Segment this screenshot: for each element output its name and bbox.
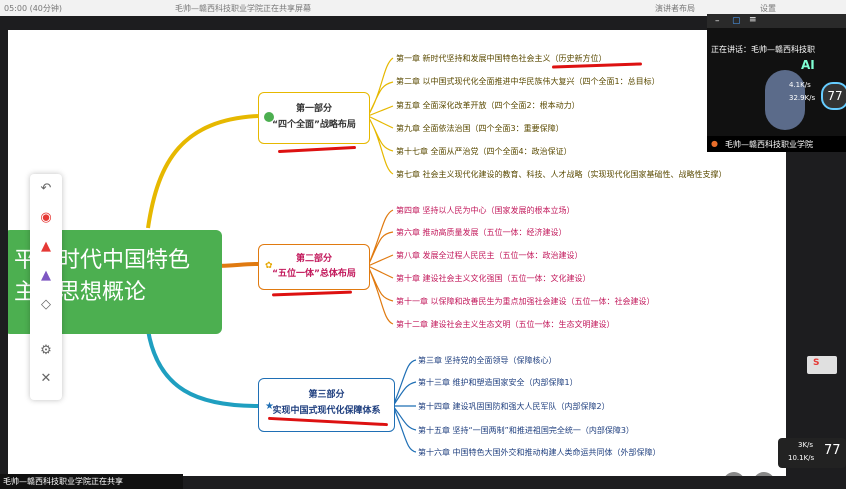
sharing-status-bar: 毛帅—赣西科技职业学院正在共享 [0, 474, 183, 489]
part3-subtitle: 实现中国式现代化保障体系 [272, 406, 381, 416]
chapter-9: 第九章 全面依法治国（四个全面3：重要保障） [396, 124, 564, 133]
chapter-7: 第七章 社会主义现代化建设的教育、科技、人才战略（实现现代化国家基础性、战略性支… [396, 170, 727, 179]
highlighter-icon[interactable]: ▲ [41, 267, 51, 283]
net-widget: 3K/s 10.1K/s 77 [778, 438, 846, 468]
overlay-header: – ▢ ≡ [707, 14, 846, 28]
menu-icon[interactable]: ≡ [749, 15, 757, 25]
part2-title: 第二部分 [295, 254, 332, 264]
speaker-overlay: – ▢ ≡ 正在讲话：毛帅—赣西科技职 AI 4.1K/s 32.9K/s 77… [707, 14, 846, 152]
chapter-1: 第一章 新时代坚持和发展中国特色社会主义（历史新方位） [396, 54, 607, 63]
overlay-name: 毛帅—赣西科技职业学院 [725, 140, 813, 149]
annotation-toolbar: ↶ ◉ ▲ ▲ ◇ ⚙ ✕ [30, 174, 62, 400]
part1-title: 第一部分 [295, 104, 332, 114]
timer-text: 05:00 (40分钟) [4, 4, 63, 13]
part3-title: 第三部分 [308, 390, 345, 400]
overlay-footer: ● 毛帅—赣西科技职业学院 [707, 136, 846, 152]
net-up-text: 4.1K/s [789, 81, 811, 89]
speaker-label: 正在讲话：毛帅—赣西科技职 [711, 45, 815, 54]
eraser-icon[interactable]: ◇ [41, 296, 51, 312]
part2-star-icon: ✿ [265, 261, 273, 271]
chapter-15: 第十五章 坚持“一国两制”和推进祖国完全统一（内部保障3） [418, 426, 634, 435]
part2-subtitle: “五位一体”总体布局 [272, 269, 356, 279]
record-icon[interactable]: ◉ [40, 209, 52, 225]
chapter-5: 第五章 全面深化改革开放（四个全面2：根本动力） [396, 101, 580, 110]
chapter-10: 第十章 建设社会主义文化强国（五位一体：文化建设） [396, 274, 591, 283]
part1-bullet-icon [264, 112, 274, 122]
chapter-17: 第十七章 全面从严治党（四个全面4：政治保证） [396, 147, 572, 156]
score-badge: 77 [821, 82, 846, 110]
avatar [765, 70, 805, 130]
score-small: 77 [824, 443, 841, 458]
net-down-small: 10.1K/s [788, 454, 815, 462]
sogou-widget[interactable]: S [807, 356, 837, 374]
window-minimize-icon[interactable]: – [715, 16, 720, 26]
part3-star-icon: ★ [265, 401, 274, 412]
chapter-8: 第八章 发展全过程人民民主（五位一体：政治建设） [396, 251, 583, 260]
window-layout-icon[interactable]: ▢ [732, 16, 741, 26]
part1-subtitle: “四个全面”战略布局 [272, 120, 356, 130]
next-icon[interactable]: › [753, 472, 775, 476]
chapter-12: 第十二章 建设社会主义生态文明（五位一体：生态文明建设） [396, 320, 615, 329]
shared-slide: 平新时代中国特色 主义思想概论 第一部分 “四个全面”战略布局 ✿ 第二部分 “… [8, 30, 786, 476]
part1-node: 第一部分 “四个全面”战略布局 [258, 92, 370, 144]
settings-link[interactable]: 设置 [760, 4, 776, 13]
mic-icon: ● [711, 139, 718, 148]
pen-icon[interactable]: ▲ [41, 238, 51, 254]
layout-button[interactable]: 演讲者布局 [655, 4, 695, 13]
net-down-text: 32.9K/s [789, 94, 816, 102]
share-status-text: 毛帅—赣西科技职业学院正在共享屏幕 [175, 4, 311, 13]
net-up-small: 3K/s [798, 441, 814, 449]
input-method-icon: S [813, 358, 820, 368]
chapter-2: 第二章 以中国式现代化全面推进中华民族伟大复兴（四个全面1：总目标） [396, 77, 660, 86]
chapter-16: 第十六章 中国特色大国外交和推动构建人类命运共同体（外部保障） [418, 448, 661, 457]
settings-icon[interactable]: ⚙ [40, 342, 52, 358]
prev-icon[interactable]: ‹ [723, 472, 745, 476]
chapter-6: 第六章 推动高质量发展（五位一体：经济建设） [396, 228, 567, 237]
chapter-14: 第十四章 建设巩固国防和强大人民军队（内部保障2） [418, 402, 610, 411]
chapter-11: 第十一章 以保障和改善民生为重点加强社会建设（五位一体：社会建设） [396, 297, 655, 306]
part2-node: ✿ 第二部分 “五位一体”总体布局 [258, 244, 370, 290]
ai-label: AI [801, 58, 815, 72]
undo-icon[interactable]: ↶ [40, 180, 52, 196]
mindmap-connectors [146, 57, 417, 453]
chapter-3: 第三章 坚持党的全面领导（保障核心） [418, 356, 557, 365]
chapter-4: 第四章 坚持以人民为中心（国家发展的根本立场） [396, 206, 575, 215]
meeting-top-bar: 05:00 (40分钟) 毛帅—赣西科技职业学院正在共享屏幕 演讲者布局 设置 [0, 0, 846, 16]
close-icon[interactable]: ✕ [40, 370, 52, 386]
chapter-13: 第十三章 维护和塑造国家安全（内部保障1） [418, 378, 578, 387]
